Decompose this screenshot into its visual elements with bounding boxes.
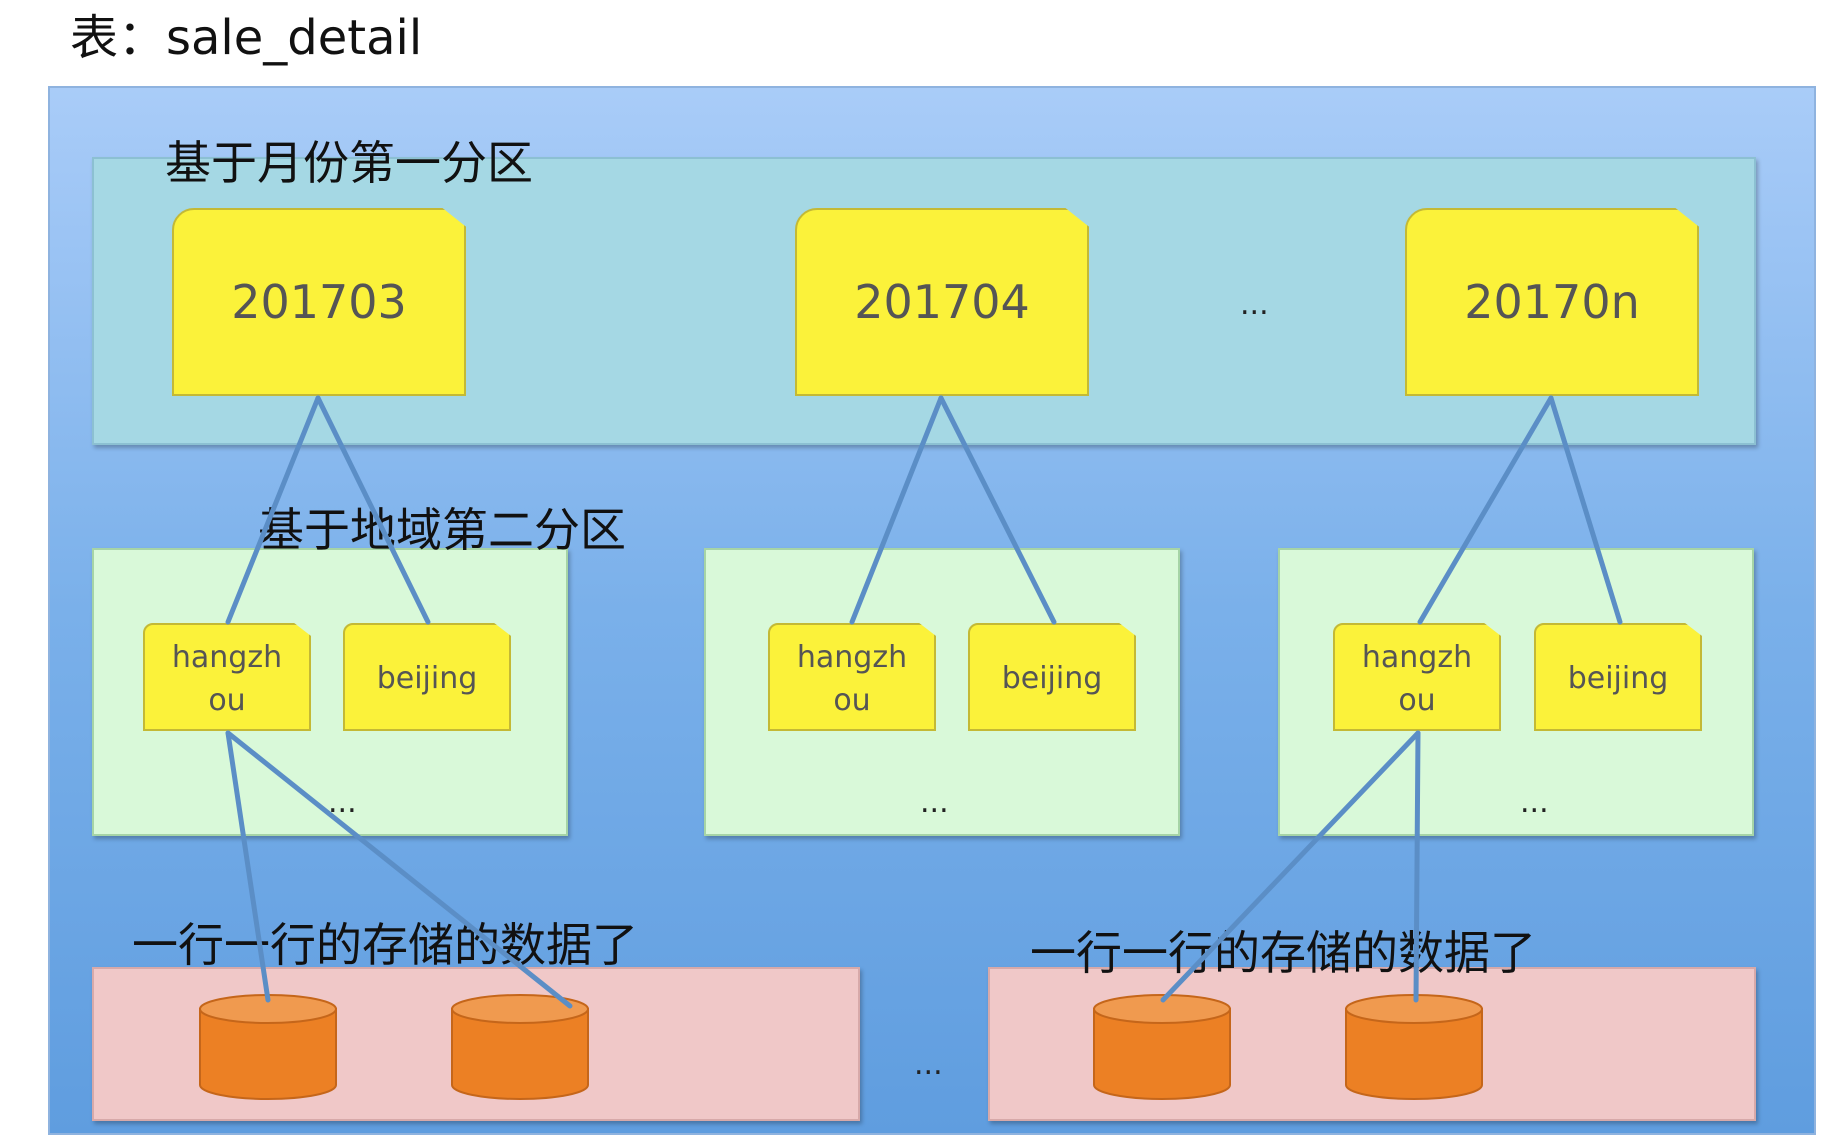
city-hangzhou-3[interactable]: hangzh ou [1333,623,1501,731]
connector-20170n-beijing [1548,395,1623,625]
connector-hangzhou3-row2 [1413,730,1421,1003]
connector-201704-beijing [938,395,1057,625]
data-cylinder-1 [199,994,337,1100]
region-1-ellipsis: ... [328,785,357,820]
storage-ellipsis: ... [914,1047,943,1082]
storage-label-1: 一行一行的存储的数据了 [132,918,638,972]
connector-hangzhou1-row1 [225,730,271,1003]
storage-label-2: 一行一行的存储的数据了 [1030,926,1536,980]
city-beijing-1[interactable]: beijing [343,623,511,731]
city-beijing-3[interactable]: beijing [1534,623,1702,731]
connector-hangzhou3-row1 [1160,730,1421,1003]
connector-20170n-hangzhou [1417,395,1554,625]
month-partition-201704[interactable]: 201704 [795,208,1089,396]
region-2-ellipsis: ... [920,785,949,820]
city-hangzhou-1[interactable]: hangzh ou [143,623,311,731]
city-beijing-2[interactable]: beijing [968,623,1136,731]
month-partition-201703[interactable]: 201703 [172,208,466,396]
month-partition-20170n[interactable]: 20170n [1405,208,1699,396]
month-partition-label: 基于月份第一分区 [165,136,533,190]
geo-partition-label: 基于地域第二分区 [258,503,626,557]
connector-201703-hangzhou [225,395,321,625]
connector-hangzhou1-row2 [225,730,573,1009]
data-cylinder-2 [451,994,589,1100]
connector-201704-hangzhou [849,395,944,625]
city-hangzhou-2[interactable]: hangzh ou [768,623,936,731]
data-cylinder-3 [1093,994,1231,1100]
data-cylinder-4 [1345,994,1483,1100]
connector-201703-beijing [315,395,431,625]
months-ellipsis: ... [1240,287,1269,322]
table-title: 表：sale_detail [70,10,423,66]
region-3-ellipsis: ... [1520,785,1549,820]
